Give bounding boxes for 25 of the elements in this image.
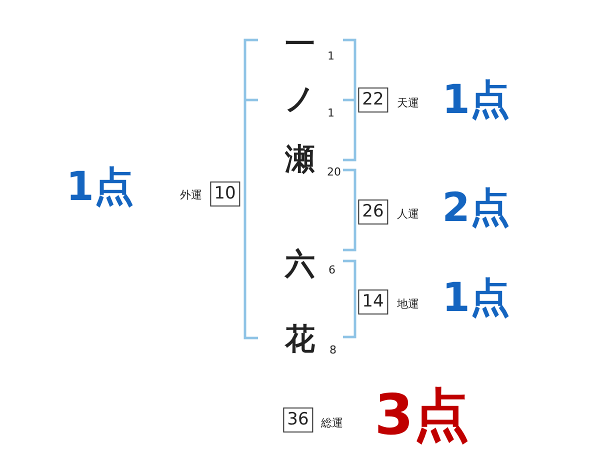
name-character: 花 bbox=[285, 325, 315, 355]
count-box: 10 bbox=[210, 182, 240, 206]
score-text: 1点 bbox=[66, 167, 134, 207]
name-character: 六 bbox=[285, 250, 315, 280]
fortune-label: 天運 bbox=[397, 98, 419, 108]
count-box: 26 bbox=[358, 200, 388, 224]
stroke-count: 20 bbox=[327, 166, 341, 178]
name-character: 瀬 bbox=[285, 145, 315, 175]
fortune-label: 外運 bbox=[180, 190, 202, 200]
stroke-count: 1 bbox=[328, 108, 334, 118]
fortune-label: 地運 bbox=[397, 298, 419, 310]
score-text: 2点 bbox=[442, 188, 510, 228]
count-box: 36 bbox=[283, 408, 313, 432]
stroke-count: 6 bbox=[328, 264, 336, 276]
fortune-label: 総運 bbox=[321, 418, 343, 428]
name-character: 一 bbox=[285, 30, 315, 60]
count-box: 14 bbox=[358, 290, 388, 314]
stroke-count: 1 bbox=[328, 50, 334, 62]
score-text: 1点 bbox=[442, 80, 510, 120]
name-character: ノ bbox=[284, 85, 316, 115]
score-text: 1点 bbox=[442, 278, 510, 318]
fortune-label: 人運 bbox=[397, 208, 419, 220]
score-text: 3点 bbox=[374, 388, 470, 444]
count-box: 22 bbox=[358, 88, 388, 112]
stroke-count: 8 bbox=[330, 344, 336, 356]
